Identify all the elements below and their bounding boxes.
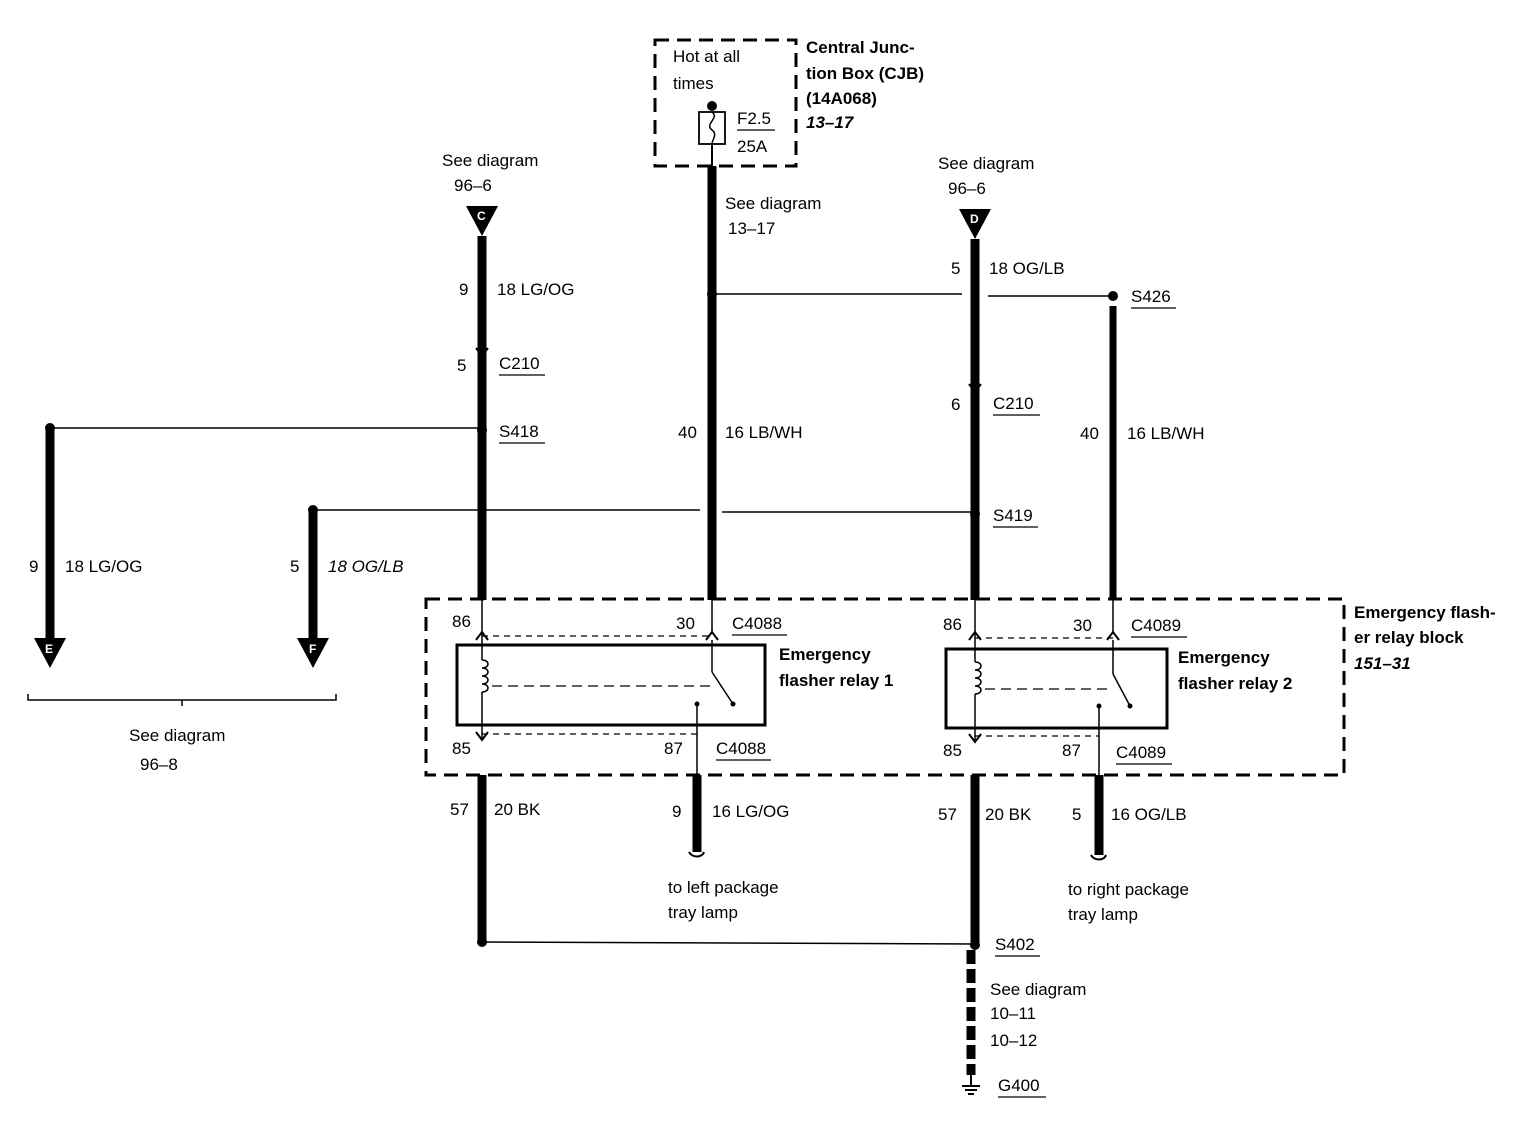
- relay-2-pin-87: 87: [1062, 741, 1081, 760]
- connector-c-letter: C: [477, 209, 486, 223]
- right-gnd-wire-label: 20 BK: [985, 805, 1032, 824]
- right-gnd-pin: 57: [938, 805, 957, 824]
- relay-block-box: [424, 597, 1346, 777]
- connector-d-icon: [959, 209, 991, 239]
- relay-2-name-2: flasher relay 2: [1178, 674, 1292, 693]
- right-pin: 40: [1080, 424, 1099, 443]
- s418-node: [477, 425, 487, 435]
- relay-2-coil-icon: [974, 661, 982, 695]
- cjb-times-label: times: [673, 74, 714, 93]
- relay-1-name-1: Emergency: [779, 645, 871, 664]
- center-see-diagram: See diagram: [725, 194, 821, 213]
- ground-label: G400: [998, 1076, 1040, 1095]
- relay-1: [455, 600, 767, 775]
- s419-label: S419: [993, 506, 1033, 525]
- f-pin: 5: [290, 557, 299, 576]
- relay-2-name-1: Emergency: [1178, 648, 1270, 667]
- right-wire-label: 16 LB/WH: [1127, 424, 1204, 443]
- c210-right-label: C210: [993, 394, 1034, 413]
- out1-dest-1: to left package: [668, 878, 779, 897]
- out2-wire-label: 16 OG/LB: [1111, 805, 1187, 824]
- relay-1-pin-30: 30: [676, 614, 695, 633]
- relay-2-conn-top: C4089: [1131, 616, 1181, 635]
- ef-bracket: [27, 694, 337, 701]
- ground-ref-1: 10–11: [990, 1004, 1036, 1023]
- relay-1-box: [455, 643, 767, 727]
- right-ref-num: 96–6: [948, 179, 986, 198]
- d-wire-label: 18 OG/LB: [989, 259, 1065, 278]
- center-ref-num: 13–17: [728, 219, 775, 238]
- ef-see-diagram: See diagram: [129, 726, 225, 745]
- ground-ref-2: 10–12: [990, 1031, 1037, 1050]
- connector-f-icon: [297, 638, 329, 668]
- s419-node: [970, 509, 980, 519]
- e-pin: 9: [29, 557, 38, 576]
- relay-1-switch-icon: [711, 671, 734, 705]
- relay-1-pin-85: 85: [452, 739, 471, 758]
- fuse-node: [707, 101, 717, 111]
- connector-e-letter: E: [45, 642, 53, 656]
- fuse-icon: [698, 111, 726, 145]
- out1-dest-2: tray lamp: [668, 903, 738, 922]
- relay-1-conn-bottom: C4088: [716, 739, 766, 758]
- connector-d-letter: D: [970, 212, 979, 226]
- fuse-id: F2.5: [737, 109, 771, 128]
- relay-block-ref: 151–31: [1354, 654, 1411, 673]
- center-wire-label: 16 LB/WH: [725, 423, 802, 442]
- cjb-hot-label: Hot at all: [673, 47, 740, 66]
- out2-pin: 5: [1072, 805, 1081, 824]
- fuse-element: [709, 111, 716, 145]
- s402-node: [970, 940, 980, 950]
- right-see-diagram: See diagram: [938, 154, 1034, 173]
- relay-2-switch-icon: [1112, 673, 1131, 707]
- left-ref-num: 96–6: [454, 176, 492, 195]
- cjb-title-2: tion Box (CJB): [806, 64, 924, 83]
- relay-1-pin-86: 86: [452, 612, 471, 631]
- connector-f-letter: F: [309, 642, 316, 656]
- left-gnd-pin: 57: [450, 800, 469, 819]
- e-wire-label: 18 LG/OG: [65, 557, 142, 576]
- relay-2-pin-85: 85: [943, 741, 962, 760]
- cjb-title-1: Central Junc-: [806, 38, 915, 57]
- s418-label: S418: [499, 422, 539, 441]
- left-gnd-wire-label: 20 BK: [494, 800, 541, 819]
- left-see-diagram: See diagram: [442, 151, 538, 170]
- relay-2-box: [944, 647, 1169, 730]
- relay-block-title-2: er relay block: [1354, 628, 1464, 647]
- out1-wire-label: 16 LG/OG: [712, 802, 789, 821]
- ground-see-diagram: See diagram: [990, 980, 1086, 999]
- s402-label: S402: [995, 935, 1035, 954]
- c-wire-label: 18 LG/OG: [497, 280, 574, 299]
- ef-ref-num: 96–8: [140, 755, 178, 774]
- cjb-box: [653, 38, 798, 168]
- relay-2: [944, 600, 1169, 775]
- ground-icon: [962, 1075, 980, 1095]
- relay-1-coil-icon: [481, 659, 489, 693]
- fuse-amps: 25A: [737, 137, 768, 156]
- c210-left-label: C210: [499, 354, 540, 373]
- relay-1-pin-87: 87: [664, 739, 683, 758]
- out1-pin: 9: [672, 802, 681, 821]
- cjb-title-3: (14A068): [806, 89, 877, 108]
- c210-left-pin: 5: [457, 356, 466, 375]
- f-wire-label: 18 OG/LB: [328, 557, 404, 576]
- d-pin: 5: [951, 259, 960, 278]
- relay-block-title-1: Emergency flash-: [1354, 603, 1496, 622]
- relay-1-name-2: flasher relay 1: [779, 671, 893, 690]
- cjb-ref: 13–17: [806, 113, 855, 132]
- out2-dest-2: tray lamp: [1068, 905, 1138, 924]
- connector-e-icon: [34, 638, 66, 668]
- s426-label: S426: [1131, 287, 1171, 306]
- c210-right-pin: 6: [951, 395, 960, 414]
- relay-2-pin-86: 86: [943, 615, 962, 634]
- c-pin: 9: [459, 280, 468, 299]
- relay-2-conn-bottom: C4089: [1116, 743, 1166, 762]
- relay-2-pin-30: 30: [1073, 616, 1092, 635]
- relay-1-conn-top: C4088: [732, 614, 782, 633]
- center-pin: 40: [678, 423, 697, 442]
- s426-node: [1108, 291, 1118, 301]
- out2-dest-1: to right package: [1068, 880, 1189, 899]
- connector-c-icon: [466, 206, 498, 236]
